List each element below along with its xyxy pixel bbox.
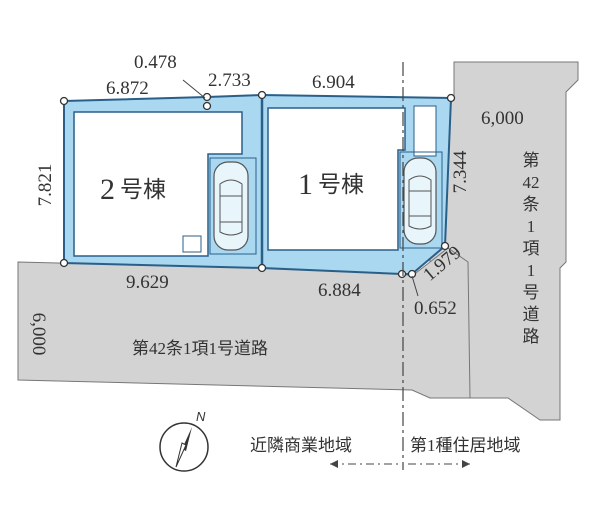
building-2-step	[182, 235, 202, 253]
east-road-label-char: 1	[527, 261, 536, 280]
zone-arrow-head	[330, 460, 338, 468]
building-2-label: 2 号棟	[100, 173, 166, 206]
leader-line	[411, 275, 419, 297]
parking-2	[209, 157, 257, 255]
dim-right-side: 7.344	[450, 150, 471, 193]
east-road-label-char: 路	[523, 327, 540, 346]
dim-road-width-east: 6,000	[481, 108, 524, 129]
dim-bottom-left: 9.629	[126, 272, 169, 293]
dim-top-left-small: 0.478	[134, 52, 177, 73]
car-icon	[403, 157, 437, 245]
east-road-label: 第 42 条 1 項 1 号道路	[523, 151, 540, 346]
dim-corner-small: 0.652	[414, 298, 457, 319]
svg-text:2: 2	[100, 173, 115, 206]
east-road-label-char: 号	[523, 283, 540, 302]
zone-arrow-head	[462, 460, 470, 468]
east-road-label-char: 項	[523, 239, 540, 258]
dim-left-side: 7.821	[35, 164, 56, 207]
north-compass-icon: N	[159, 409, 209, 472]
zone-label-east: 第1種住居地域	[410, 436, 521, 455]
building-1-label: 1 号棟	[298, 168, 364, 201]
east-road-label-char: 42	[523, 173, 540, 192]
car-icon	[213, 161, 249, 251]
south-road-label: 第42条1項1号道路	[132, 339, 268, 358]
dim-top-left: 6.872	[106, 78, 149, 99]
svg-text:N: N	[196, 409, 206, 424]
east-road-label-char: 条	[523, 195, 540, 214]
east-road-label-char: 第	[523, 151, 540, 170]
dim-top-right: 6.904	[312, 72, 355, 93]
dim-bottom-right: 6.884	[318, 280, 361, 301]
parking-1	[399, 151, 443, 249]
east-road-label-char: 道	[523, 305, 540, 324]
building-1	[267, 107, 406, 251]
dim-top-mid: 2.733	[208, 70, 251, 91]
zone-label-west: 近隣商業地域	[250, 436, 352, 455]
building-2	[73, 111, 243, 257]
dim-road-width-south: 6,000	[28, 313, 49, 356]
svg-text:1: 1	[298, 168, 313, 201]
svg-text:号棟: 号棟	[120, 177, 166, 202]
building-1-porch	[413, 105, 437, 157]
east-road-label-char: 1	[527, 217, 536, 236]
svg-text:号棟: 号棟	[318, 172, 364, 197]
leader-line	[182, 79, 206, 99]
